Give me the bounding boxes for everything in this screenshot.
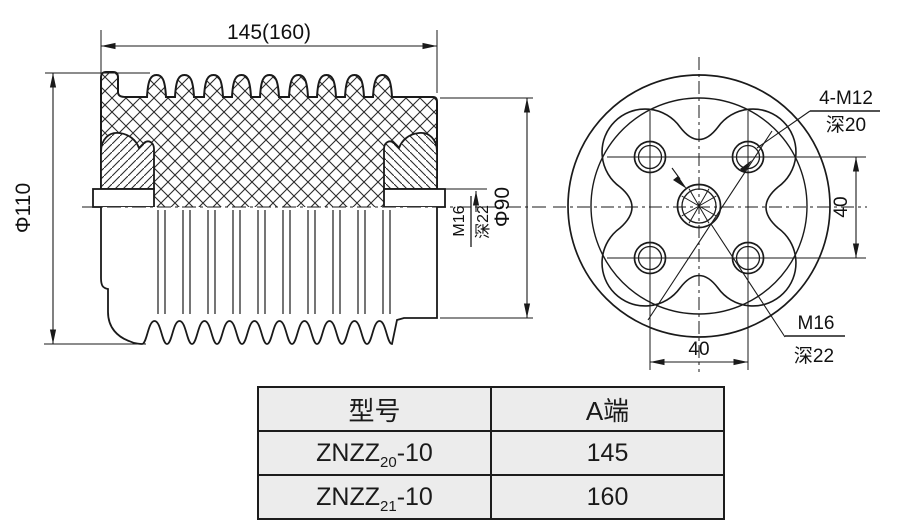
bolt-hole-bottom-right bbox=[731, 241, 765, 275]
table-row: ZNZZ21-10 160 bbox=[257, 474, 725, 520]
bolt-leader-diagonal bbox=[647, 130, 773, 321]
spec-table-header-row: 型号 A端 bbox=[257, 386, 725, 432]
right-view-labels: 4-M12 深20 M16 深22 40 40 bbox=[688, 88, 873, 367]
shed-lines bbox=[157, 210, 391, 314]
left-view-labels: 145(160) Φ110 Φ90 M16 深22 bbox=[12, 21, 514, 239]
quatrefoil-boss bbox=[601, 108, 797, 307]
center-thread-label: M16 bbox=[798, 313, 835, 334]
bolt-hole-bottom-left bbox=[633, 241, 667, 275]
metal-insert-left bbox=[92, 132, 155, 208]
dim-flange-dia-label: Φ90 bbox=[491, 187, 514, 227]
spec-table: 型号 A端 ZNZZ20-10 145 ZNZZ21-10 160 bbox=[257, 386, 725, 520]
center-thread-hole bbox=[676, 183, 722, 229]
model-cell: ZNZZ21-10 bbox=[257, 474, 492, 520]
left-view-section bbox=[82, 71, 548, 345]
bolt-depth-label: 深20 bbox=[826, 114, 866, 136]
dim-horizontal-40-label: 40 bbox=[688, 339, 709, 360]
bolt-label: 4-M12 bbox=[819, 88, 873, 109]
dim-vertical-40-label: 40 bbox=[831, 196, 852, 217]
dim-length-label: 145(160) bbox=[227, 21, 311, 44]
thread-leader-arrowhead bbox=[673, 176, 687, 189]
thread-leader-line bbox=[710, 223, 786, 338]
column-header-model: 型号 bbox=[257, 386, 492, 432]
body-external-outline bbox=[100, 207, 438, 345]
bolt-leader-arrowhead bbox=[740, 160, 752, 173]
a-end-cell: 145 bbox=[490, 430, 725, 476]
bolt-hole-top-left bbox=[633, 140, 667, 174]
table-row: ZNZZ20-10 145 bbox=[257, 430, 725, 476]
thread-depth-label: 深22 bbox=[474, 205, 492, 239]
right-view-end-face bbox=[553, 57, 880, 372]
metal-insert-right bbox=[383, 132, 446, 208]
thread-label: M16 bbox=[451, 205, 468, 236]
center-thread-depth-label: 深22 bbox=[794, 345, 834, 367]
left-view-dimensions bbox=[44, 30, 533, 345]
epoxy-body-section bbox=[100, 71, 438, 207]
technical-drawing: 145(160) Φ110 Φ90 M16 深22 bbox=[12, 21, 880, 372]
model-cell: ZNZZ20-10 bbox=[257, 430, 492, 476]
column-header-a-end: A端 bbox=[490, 386, 725, 432]
a-end-cell: 160 bbox=[490, 474, 725, 520]
dim-outer-dia-label: Φ110 bbox=[12, 183, 35, 233]
